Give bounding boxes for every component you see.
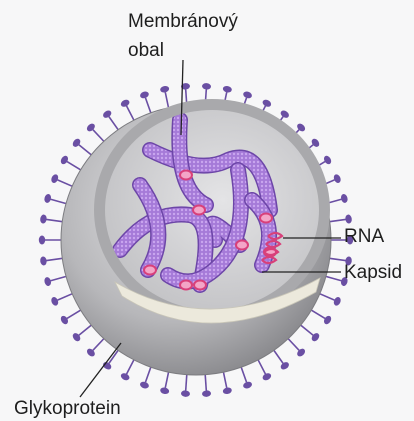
glycoprotein-spike-head (139, 90, 150, 99)
glycoprotein-spike-head (323, 315, 333, 326)
glycoprotein-spike-head (160, 387, 170, 395)
capsid-end-cap (144, 266, 156, 275)
glycoprotein-spike-head (50, 296, 59, 307)
glycoprotein-spike-head (50, 173, 59, 184)
glycoprotein-spike-head (120, 98, 131, 108)
leader-glycoprotein (80, 343, 121, 397)
glycoprotein-spike-head (222, 387, 232, 395)
glycoprotein-spike-head (120, 372, 131, 382)
glycoprotein-spike-head (102, 109, 113, 119)
glycoprotein-spike-head (160, 85, 170, 93)
label-membrane-line2: obal (128, 40, 164, 62)
glycoprotein-spike-head (345, 214, 353, 224)
glycoprotein-spike-head (59, 154, 69, 165)
glycoprotein-spike-head (40, 214, 48, 224)
capsid-end-cap (194, 281, 206, 290)
glycoprotein-spike-head (333, 296, 342, 307)
glycoprotein-spike-head (43, 276, 52, 286)
glycoprotein-spike-head (340, 193, 349, 203)
glycoprotein-spike-head (222, 85, 232, 93)
glycoprotein-spike-head (279, 109, 290, 119)
label-membrane-line1: Membránový (128, 11, 238, 33)
glycoprotein-spike-head (181, 390, 190, 397)
glycoprotein-spike-head (59, 315, 69, 326)
glycoprotein-spike-head (39, 236, 45, 245)
capsid-end-cap (260, 214, 272, 223)
label-rna: RNA (344, 226, 384, 248)
glycoprotein-spike-head (139, 381, 150, 390)
glycoprotein-spike-head (40, 256, 48, 266)
glycoprotein-spike-head (202, 390, 211, 397)
glycoprotein-spike-head (279, 361, 290, 371)
glycoprotein-spike-head (333, 173, 342, 184)
glycoprotein-spike-head (202, 83, 211, 90)
glycoprotein-spike-head (242, 90, 253, 99)
capsid-end-cap (180, 171, 192, 180)
glycoprotein-spike-head (242, 381, 253, 390)
label-capsid: Kapsid (344, 262, 402, 284)
capsid-end-cap (236, 241, 248, 250)
capsid-end-cap (193, 206, 205, 215)
label-glycoprotein: Glykoprotein (14, 398, 121, 420)
glycoprotein-spike-head (43, 193, 52, 203)
glycoprotein-spike-head (261, 372, 272, 382)
glycoprotein-spike-head (323, 154, 333, 165)
glycoprotein-spike-head (261, 98, 272, 108)
capsid-end-cap (180, 281, 192, 290)
